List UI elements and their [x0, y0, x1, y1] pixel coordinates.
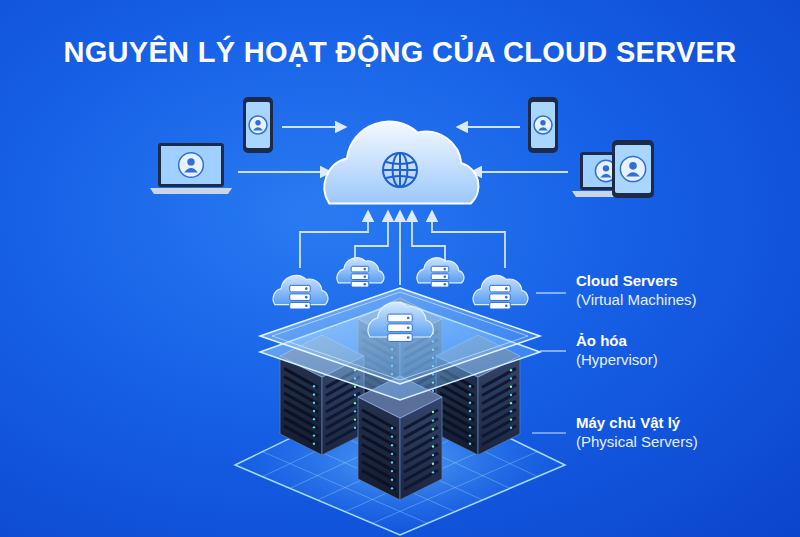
layer-name: Ảo hóa [576, 332, 627, 349]
hypervisor-layer [260, 288, 540, 400]
layer-name: Cloud Servers [576, 272, 678, 289]
layer-term: (Physical Servers) [576, 433, 698, 450]
laptop-icon [150, 143, 232, 194]
phone-icon [528, 97, 558, 153]
phone-icon [243, 97, 273, 153]
vm-cloud [368, 302, 433, 341]
phone-icon [612, 140, 654, 198]
layer-name: Máy chủ Vật lý [576, 414, 680, 431]
layer-term: (Virtual Machines) [576, 291, 697, 308]
internet-cloud [324, 121, 478, 203]
vm-cloud [417, 258, 464, 287]
diagram-title: NGUYÊN LÝ HOẠT ĐỘNG CỦA CLOUD SERVER [0, 36, 800, 69]
vm-cloud [473, 275, 528, 309]
vm-cloud [337, 258, 384, 287]
vm-cloud [273, 275, 328, 309]
layer-term: (Hypervisor) [576, 351, 658, 368]
leader-lines [532, 293, 566, 433]
